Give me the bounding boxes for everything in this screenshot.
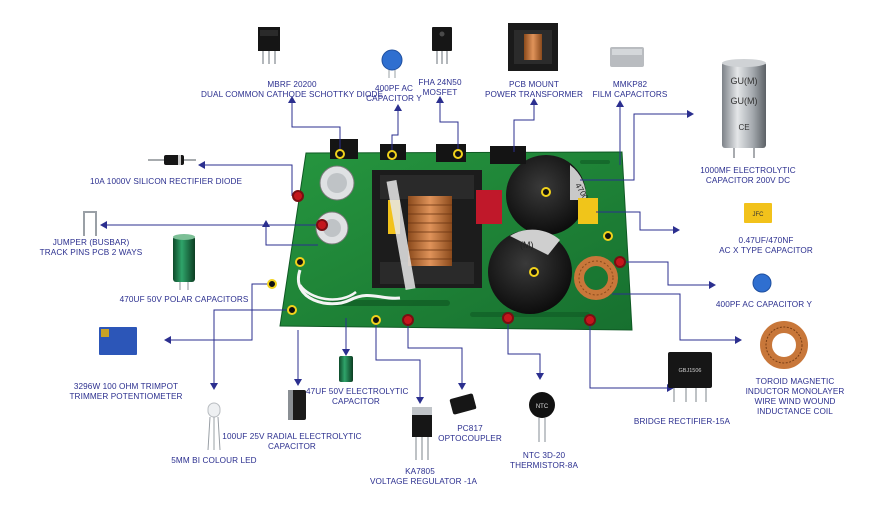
ntc-mark: NTC	[536, 404, 549, 410]
label-polar-470uf: 470UF 50V POLAR CAPACITORS	[114, 295, 254, 305]
label-regulator-line2: VOLTAGE REGULATOR -1A	[370, 477, 478, 486]
pc817-image	[449, 393, 477, 415]
label-bridge-line1: BRIDGE RECTIFIER-15A	[633, 417, 731, 426]
label-trimpot: 3296W 100 OHM TRIMPOT TRIMMER POTENTIOME…	[66, 382, 186, 402]
elec1000-mark-2: GU(M)	[731, 96, 758, 106]
label-toroid-line1: TOROID MAGNETIC	[755, 377, 835, 386]
label-transformer-line1: PCB MOUNT	[508, 80, 560, 89]
board-x-cap	[578, 198, 598, 224]
trimpot-image	[99, 327, 137, 355]
label-elec-1000mf: 1000MF ELECTROLYTIC CAPACITOR 200V DC	[700, 166, 796, 186]
label-trimpot-line2: TRIMMER POTENTIOMETER	[69, 392, 183, 401]
label-film-line2: FILM CAPACITORS	[592, 90, 668, 99]
elec1000-mark-3: CE	[738, 123, 749, 132]
white-wire-2	[298, 284, 357, 301]
transformer-image	[508, 23, 558, 71]
label-y-capacitor-right: 400PF AC CAPACITOR Y	[712, 300, 816, 310]
label-elec-47uf: 47UF 50V ELECTROLYTIC CAPACITOR	[306, 387, 409, 407]
mbrf-diode-image	[258, 27, 280, 64]
label-mbrf-diode: MBRF 20200 DUAL COMMON CATHODE SCHOTTKY …	[184, 80, 400, 100]
x-cap-mark: JFC	[753, 212, 765, 218]
label-rectifier-line1: 10A 1000V SILICON RECTIFIER DIODE	[90, 177, 243, 186]
label-x-capacitor: 0.47UF/470NF AC X TYPE CAPACITOR	[716, 236, 816, 256]
elec-47uf-image	[339, 356, 353, 382]
label-ntc-thermistor: NTC 3D-20 THERMISTOR-8A	[506, 451, 582, 471]
x-capacitor-image: JFC	[744, 203, 772, 223]
label-toroid-line3: WIRE WIND WOUND	[754, 397, 836, 406]
elec-1000mf-image: GU(M) GU(M) CE	[722, 59, 766, 158]
label-rectifier-diode: 10A 1000V SILICON RECTIFIER DIODE	[90, 177, 243, 187]
label-toroid-inductor: TOROID MAGNETIC INDUCTOR MONOLAYER WIRE …	[742, 377, 848, 417]
board-markers	[267, 149, 626, 326]
label-film-line1: MMKP82	[612, 80, 648, 89]
label-jumper-line1: JUMPER (BUSBAR)	[52, 238, 130, 247]
mosfet-image	[432, 27, 452, 64]
toroid-image	[760, 321, 808, 369]
label-film-capacitors: MMKP82 FILM CAPACITORS	[590, 80, 670, 100]
label-trimpot-line1: 3296W 100 OHM TRIMPOT	[73, 382, 179, 391]
power-transformer-board	[372, 170, 482, 291]
label-elec1000-line2: CAPACITOR 200V DC	[705, 176, 791, 185]
label-bridge-rectifier: BRIDGE RECTIFIER-15A	[632, 417, 732, 427]
label-pc817: PC817 OPTOCOUPLER	[432, 424, 508, 444]
label-mosfet: FHA 24N50 MOSFET	[410, 78, 470, 98]
label-elec1000-line1: 1000MF ELECTROLYTIC	[700, 166, 796, 175]
label-cap400-right-line1: 400PF AC CAPACITOR Y	[715, 300, 813, 309]
leader-lines	[104, 100, 738, 400]
rectifier-diode-image	[148, 155, 196, 165]
label-pc817-line2: OPTOCOUPLER	[438, 434, 502, 443]
label-mosfet-line2: MOSFET	[422, 88, 458, 97]
board-toroid	[574, 256, 618, 300]
bridge-rectifier-image: GBJ1506	[668, 352, 712, 402]
ntc-image: NTC	[529, 392, 555, 442]
label-power-transformer: PCB MOUNT POWER TRANSFORMER	[484, 80, 584, 100]
bridge-mark: GBJ1506	[679, 368, 702, 374]
label-polar470-line1: 470UF 50V POLAR CAPACITORS	[119, 295, 249, 304]
label-transformer-line2: POWER TRANSFORMER	[485, 90, 583, 99]
label-mosfet-line1: FHA 24N50	[418, 78, 462, 87]
label-led-line1: 5MM BI COLOUR LED	[171, 456, 257, 465]
polar-470uf-image	[173, 234, 195, 290]
label-elec-100uf: 100UF 25V RADIAL ELECTROLYTIC CAPACITOR	[222, 432, 362, 452]
label-pc817-line1: PC817	[457, 424, 483, 433]
ka7805-image	[412, 407, 432, 460]
label-regulator-line1: KA7805	[405, 467, 435, 476]
jumper-image	[83, 211, 97, 236]
label-mbrf-line2: DUAL COMMON CATHODE SCHOTTKY DIODE	[200, 90, 384, 99]
label-mbrf-line1: MBRF 20200	[267, 80, 317, 89]
label-toroid-line4: INDUCTANCE COIL	[757, 407, 833, 416]
film-capacitor-image	[610, 47, 644, 67]
label-xcap-line1: 0.47UF/470NF	[738, 236, 794, 245]
label-elec47-line1: 47UF 50V ELECTROLYTIC	[306, 387, 409, 396]
white-wire	[296, 269, 401, 306]
label-ntc-line2: THERMISTOR-8A	[509, 461, 579, 470]
label-toroid-line2: INDUCTOR MONOLAYER	[745, 387, 845, 396]
label-elec100-line2: CAPACITOR	[268, 442, 316, 451]
label-jumper-line2: TRACK PINS PCB 2 WAYS	[39, 248, 143, 257]
label-jumper: JUMPER (BUSBAR) TRACK PINS PCB 2 WAYS	[36, 238, 146, 258]
bottom-cap-label: (M)	[520, 240, 534, 250]
label-cap400-top-line1: 400PF AC	[374, 84, 414, 93]
label-xcap-line2: AC X TYPE CAPACITOR	[719, 246, 813, 255]
elec1000-mark-1: GU(M)	[731, 76, 758, 86]
label-led: 5MM BI COLOUR LED	[164, 456, 264, 466]
label-cap400-top-line2: CAPACITOR Y	[366, 94, 422, 103]
y-capacitor-top-image	[381, 49, 403, 78]
label-y-capacitor-top: 400PF AC CAPACITOR Y	[358, 84, 430, 104]
label-elec47-line2: CAPACITOR	[332, 397, 380, 406]
led-image	[207, 402, 221, 451]
label-ntc-line1: NTC 3D-20	[522, 451, 566, 460]
label-voltage-regulator: KA7805 VOLTAGE REGULATOR -1A	[370, 467, 478, 487]
elec-100uf-image	[288, 390, 306, 420]
label-elec100-line1: 100UF 25V RADIAL ELECTROLYTIC	[222, 432, 362, 441]
y-capacitor-right-image	[752, 273, 772, 293]
